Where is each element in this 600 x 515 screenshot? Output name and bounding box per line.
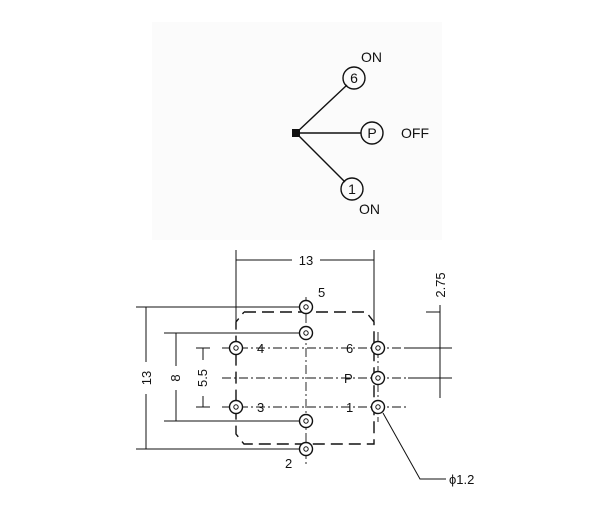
body-outline [235,311,375,445]
pin-1 [370,399,386,415]
dim-span-label: 8 [168,374,183,381]
pin-6 [370,340,386,356]
switch-schematic: 6 ON P OFF 1 ON [152,22,442,240]
terminal-6-id: 6 [350,70,358,86]
pin-label-1: 1 [346,400,353,415]
dim-offset-label: 2.75 [433,272,448,297]
pin-label-p: P [344,371,353,386]
dim-height-label: 13 [139,371,154,385]
terminal-p-state: OFF [401,125,429,141]
dim-inner-label: 5.5 [195,369,210,387]
footprint-drawing: 13 13 8 5.5 2.75 ϕ1.2 [136,250,474,487]
pin-label-2: 2 [285,456,292,471]
pin-p [370,370,386,386]
pin-label-6: 6 [346,341,353,356]
pin-5 [298,299,314,315]
terminal-1-id: 1 [348,181,356,197]
terminal-6-state: ON [361,49,382,65]
terminal-p-circle [360,121,384,145]
pin-3 [228,399,244,415]
pin-center-top [298,325,314,341]
pin-label-3: 3 [257,400,264,415]
pin-diameter-label: ϕ1.2 [449,472,474,487]
pin-label-4: 4 [257,341,264,356]
pin-label-5: 5 [318,285,325,300]
dim-width-label: 13 [299,253,313,268]
terminal-p-id: P [367,125,376,141]
pin-diameter-leader [382,412,446,480]
contact-arm-lower [295,132,346,183]
terminal-6-circle [342,66,366,90]
terminal-1-state: ON [359,201,380,217]
contact-arm-upper [295,84,348,134]
pin-4 [228,340,244,356]
pin-2 [298,441,314,457]
pin-center-bottom [298,413,314,429]
terminal-1-circle [340,177,364,201]
